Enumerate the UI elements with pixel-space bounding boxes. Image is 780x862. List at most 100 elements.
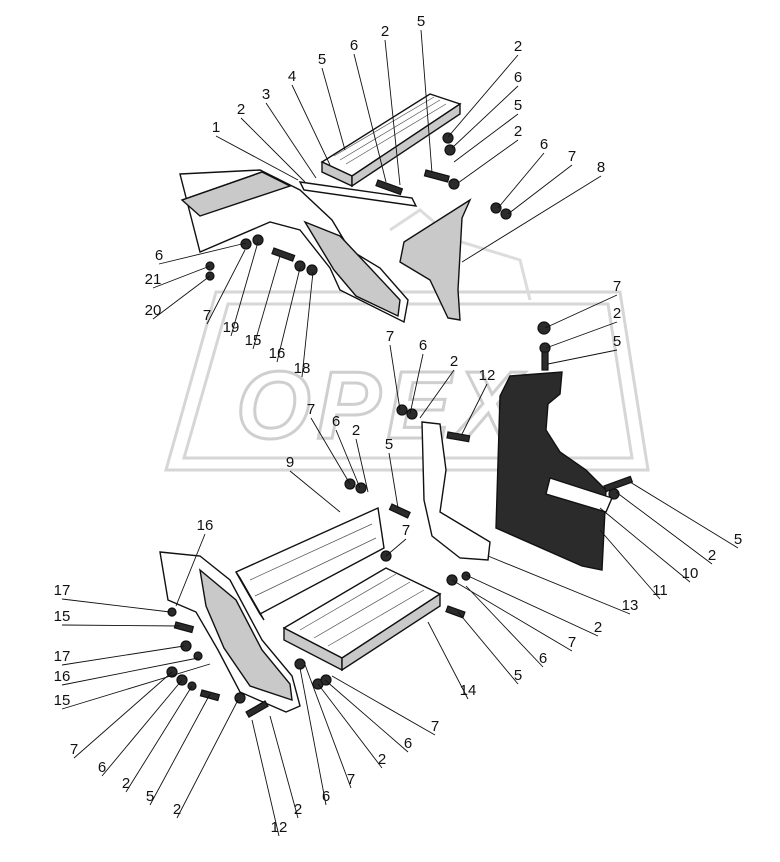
callout-number: 2 xyxy=(594,619,602,636)
leader-line xyxy=(252,255,281,350)
callout-c20: 20 xyxy=(145,275,211,320)
callout-number: 8 xyxy=(597,159,605,176)
lower-step-frame-part-9 xyxy=(235,506,385,621)
upper-step-top xyxy=(320,93,462,177)
callout-c17b: 17 xyxy=(54,645,185,666)
callout-number: 7 xyxy=(613,278,621,295)
callout-number: 13 xyxy=(622,597,639,614)
leader-line xyxy=(61,624,181,627)
callout-number: 20 xyxy=(145,302,162,319)
leader-line xyxy=(61,645,185,666)
lower-step-front xyxy=(341,592,441,672)
leader-line xyxy=(389,344,401,411)
bolt-step-5 xyxy=(445,605,466,619)
callout-c5a: 5 xyxy=(318,51,346,151)
callout-c7d: 7 xyxy=(386,328,401,411)
callout-number: 2 xyxy=(173,801,181,818)
callout-c6c: 6 xyxy=(497,136,548,209)
callout-number: 5 xyxy=(417,13,425,30)
leader-line xyxy=(427,621,469,700)
leader-line xyxy=(251,719,280,837)
callout-c2e: 2 xyxy=(545,305,621,349)
callout-c5g: 5 xyxy=(457,611,522,685)
leader-line xyxy=(321,67,346,151)
callout-number: 6 xyxy=(98,759,106,776)
callout-c6i: 6 xyxy=(324,679,412,753)
callout-c1: 1 xyxy=(212,119,299,181)
washer-frame-6 xyxy=(355,482,367,494)
callout-c15b: 15 xyxy=(54,608,181,627)
leader-line xyxy=(451,85,519,149)
leader-line xyxy=(451,579,573,652)
callout-c5f: 5 xyxy=(146,693,211,806)
callout-c9: 9 xyxy=(286,454,341,513)
callout-number: 3 xyxy=(262,86,270,103)
callout-c11: 11 xyxy=(599,529,668,600)
callout-c7h: 7 xyxy=(303,661,355,789)
callout-number: 2 xyxy=(294,801,302,818)
callout-c6f: 6 xyxy=(332,413,361,489)
callout-c2h: 2 xyxy=(122,685,193,793)
callout-number: 7 xyxy=(568,634,576,651)
callout-number: 7 xyxy=(568,148,576,165)
leader-line xyxy=(335,429,361,489)
washer-flap-2 xyxy=(608,488,620,500)
callout-number: 10 xyxy=(682,565,699,582)
watermark: OPEX xyxy=(164,208,650,472)
callout-number: 6 xyxy=(322,788,330,805)
upper-fender-part-1 xyxy=(179,169,409,324)
callout-c6e: 6 xyxy=(409,337,427,415)
callout-c7b: 7 xyxy=(203,249,246,325)
upper-step-tread-pattern xyxy=(333,96,447,165)
callout-number: 2 xyxy=(613,305,621,322)
callout-number: 2 xyxy=(122,775,130,792)
callout-number: 7 xyxy=(431,718,439,735)
callout-number: 14 xyxy=(460,682,477,699)
bolt-right-5 xyxy=(541,351,549,371)
leader-line xyxy=(457,139,519,184)
callout-number: 12 xyxy=(479,367,496,384)
leader-line xyxy=(385,538,407,557)
callout-c13: 13 xyxy=(487,555,639,615)
bolt-upper-1 xyxy=(375,179,404,196)
leader-line xyxy=(497,152,545,209)
upper-fender-side-face xyxy=(303,220,401,318)
leader-line xyxy=(230,241,259,337)
callout-c14: 14 xyxy=(427,621,477,700)
vertical-bracket-part-13 xyxy=(421,421,491,561)
leader-line xyxy=(419,369,455,419)
callout-c16b: 16 xyxy=(175,517,213,607)
leader-line xyxy=(206,249,246,325)
nut-left-18 xyxy=(306,264,318,276)
leader-line xyxy=(353,53,387,183)
callout-c7i: 7 xyxy=(331,675,439,736)
callout-number: 17 xyxy=(54,648,71,665)
callout-number: 1 xyxy=(212,119,220,136)
leader-line xyxy=(487,555,631,615)
watermark-frame-outer xyxy=(164,290,650,472)
callout-number: 15 xyxy=(54,692,71,709)
callout-number: 6 xyxy=(350,37,358,54)
callout-c21: 21 xyxy=(145,265,211,289)
callout-c2k: 2 xyxy=(317,683,386,769)
leader-line xyxy=(265,102,317,179)
callout-c2c: 2 xyxy=(447,38,522,138)
leader-line xyxy=(465,585,544,668)
leader-line xyxy=(331,675,436,736)
callout-number: 6 xyxy=(539,650,547,667)
nut-upper-2 xyxy=(448,178,460,190)
leader-line xyxy=(317,683,383,769)
callout-number: 2 xyxy=(514,123,522,140)
washer-upper-2 xyxy=(490,202,502,214)
callout-number: 7 xyxy=(386,328,394,345)
callout-number: 6 xyxy=(540,136,548,153)
callout-c10: 10 xyxy=(599,507,699,583)
bolt-lower-15 xyxy=(173,621,195,634)
callout-number: 16 xyxy=(54,668,71,685)
washer-left-16 xyxy=(294,260,306,272)
callout-number: 2 xyxy=(352,422,360,439)
callout-c5c: 5 xyxy=(453,97,522,163)
leader-line xyxy=(544,294,618,329)
